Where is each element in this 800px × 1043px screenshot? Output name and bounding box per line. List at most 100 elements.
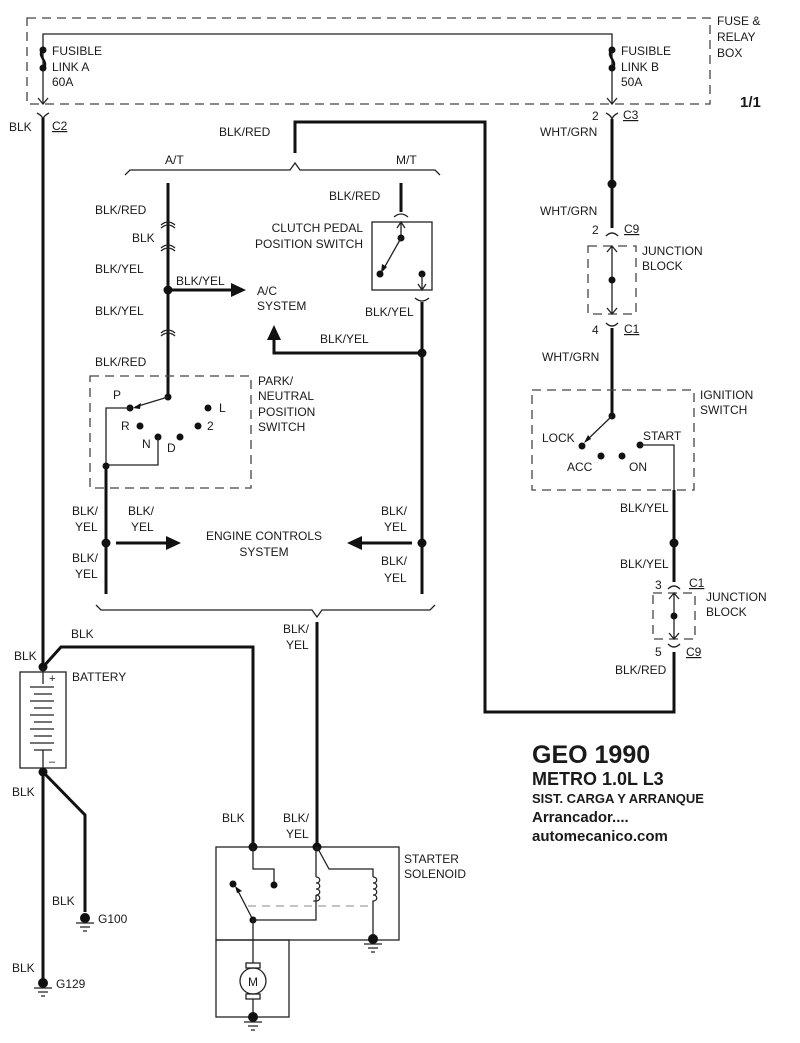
wire-label-starter-blk-2: BLK/ — [283, 811, 310, 825]
wire-label-blk-g129: BLK — [12, 961, 35, 975]
connector-jb2-bottom-pin: 5 — [655, 645, 662, 659]
battery: + – BATTERY — [19, 667, 126, 772]
ground-g129-label: G129 — [56, 977, 86, 991]
battery-ground-wires: BLK BLK BLK — [12, 767, 87, 980]
clutch-switch-label-1: CLUTCH PEDAL — [272, 221, 364, 235]
wire-label-blk-red-top: BLK/RED — [219, 125, 271, 139]
title-line-4: Arrancador.... — [532, 809, 629, 826]
ignition-switch-label-1: IGNITION — [700, 388, 753, 402]
ign-pos-on: ON — [629, 460, 647, 474]
wire-label-blk-c2: BLK — [9, 120, 32, 134]
wire-label-at-blk-yel-2: BLK/YEL — [95, 304, 144, 318]
pn-switch-label-3: POSITION — [258, 405, 315, 419]
title-line-3: SIST. CARGA Y ARRANQUE — [532, 791, 704, 806]
ignition-start-wire: BLK/YEL BLK/YEL 3 C1 — [620, 490, 705, 592]
pn-pos-n: N — [142, 437, 151, 451]
mt-branch: BLK/RED BLK/YEL BLK/YEL BLK/ YEL BLK/ YE… — [267, 183, 430, 594]
wire-label-starter-yel-2: YEL — [286, 827, 309, 841]
pn-pos-2: 2 — [207, 419, 214, 433]
battery-plus: + — [49, 673, 55, 685]
wire-label-mt-blk-red: BLK/RED — [329, 189, 381, 203]
fusible-link-a-label-1: FUSIBLE — [52, 44, 102, 58]
wire-label-at-blk: BLK — [132, 231, 155, 245]
wht-grn-wire: 2 C3 WHT/GRN WHT/GRN 2 C9 — [540, 108, 640, 237]
fusible-link-b-label-3: 50A — [621, 75, 642, 89]
fusible-link-b-label-2: LINK B — [621, 60, 659, 74]
motor-label: M — [248, 975, 258, 989]
wire-label-wht-grn-2: WHT/GRN — [540, 204, 597, 218]
pn-pos-r: R — [121, 419, 130, 433]
wire-label-ign-blk-yel-2: BLK/YEL — [620, 557, 669, 571]
connector-c2: C2 — [52, 119, 68, 133]
wire-label-at-blk-red-1: BLK/RED — [95, 203, 147, 217]
branch-label-mt: M/T — [396, 153, 417, 167]
engine-controls-label-2: SYSTEM — [239, 545, 288, 559]
fuse-box-label-1: FUSE & — [717, 14, 760, 28]
connector-jb2-top-pin: 3 — [655, 578, 662, 592]
jb2-label-2: BLOCK — [706, 605, 747, 619]
connector-jb1-top-pin: 2 — [592, 223, 599, 237]
ground-g100-label: G100 — [98, 912, 128, 926]
wire-label-ign-blk-yel-1: BLK/YEL — [620, 501, 669, 515]
wire-label-starter-yel-1: YEL — [286, 638, 309, 652]
at-engine-controls-feed: BLK/ YEL BLK/ YEL BLK/ YEL — [72, 504, 181, 581]
junction-block-1: JUNCTION BLOCK 4 C1 WHT/GRN — [542, 244, 703, 415]
wire-label-jb2-blk-red: BLK/RED — [615, 663, 667, 677]
connector-jb1-bottom-pin: 4 — [592, 323, 599, 337]
ignition-switch-label-2: SWITCH — [700, 403, 747, 417]
jb2-label-1: JUNCTION — [706, 590, 767, 604]
wire-label-at-blk-3: BLK/ — [72, 551, 99, 565]
engine-controls-brace: BLK/ YEL BLK/ YEL — [95, 604, 436, 847]
battery-label: BATTERY — [72, 670, 126, 684]
wire-label-at-yel-3: YEL — [75, 567, 98, 581]
pn-pos-p: P — [113, 388, 121, 402]
wire-label-blk-starter: BLK — [222, 811, 245, 825]
pn-pos-d: D — [167, 441, 176, 455]
at-mt-brace: A/T M/T — [124, 153, 441, 176]
wire-label-mt-blk-2: BLK/ — [381, 554, 408, 568]
fusible-link-a: FUSIBLE LINK A 60A — [37, 44, 102, 106]
ignition-switch: IGNITION SWITCH LOCK ACC ON START — [531, 388, 753, 491]
title-line-1: GEO 1990 — [532, 741, 650, 769]
connector-jb2-top: C1 — [689, 576, 705, 590]
connector-jb2-bottom: C9 — [686, 645, 702, 659]
wire-label-at-blk-yel-1: BLK/YEL — [95, 262, 144, 276]
ign-pos-lock: LOCK — [542, 431, 575, 445]
pn-pos-l: L — [219, 401, 226, 415]
page-indicator: 1/1 — [740, 94, 761, 111]
clutch-switch-label-2: POSITION SWITCH — [255, 237, 363, 251]
fusible-link-b: FUSIBLE LINK B 50A — [606, 44, 671, 106]
pn-switch-label-4: SWITCH — [258, 420, 305, 434]
wire-label-mt-ac-blk-yel: BLK/YEL — [320, 332, 369, 346]
wire-label-blk-battery: BLK — [14, 649, 37, 663]
wire-label-ac-blk-yel: BLK/YEL — [176, 274, 225, 288]
starter-solenoid-label-2: SOLENOID — [404, 867, 466, 881]
blk-red-loop-wire: BLK/RED — [219, 120, 676, 714]
wire-label-at-blk-1: BLK/ — [72, 504, 99, 518]
pn-switch-label-2: NEUTRAL — [258, 389, 314, 403]
connector-c3: C3 — [623, 108, 639, 122]
title-block: GEO 1990 METRO 1.0L L3 SIST. CARGA Y ARR… — [532, 741, 704, 845]
branch-label-at: A/T — [165, 153, 184, 167]
title-line-2: METRO 1.0L L3 — [532, 769, 664, 789]
fuse-box-label-2: RELAY — [717, 30, 755, 44]
clutch-pedal-position-switch: CLUTCH PEDAL POSITION SWITCH — [255, 220, 433, 292]
park-neutral-position-switch: PARK/ NEUTRAL POSITION SWITCH P R N D 2 … — [89, 374, 315, 594]
junction-block-2: JUNCTION BLOCK 5 C9 BLK/RED — [615, 590, 767, 677]
jb1-label-2: BLOCK — [642, 259, 683, 273]
ac-system-label-1: A/C — [257, 284, 277, 298]
ac-system: A/C SYSTEM — [257, 284, 306, 313]
wire-label-blk-neg: BLK — [12, 785, 35, 799]
at-branch: BLK/RED BLK BLK/YEL BLK/YEL BLK/RED BLK/… — [95, 183, 246, 398]
wire-label-wht-grn-3: WHT/GRN — [542, 350, 599, 364]
fusible-link-a-label-2: LINK A — [52, 60, 89, 74]
fuse-box-label-3: BOX — [717, 46, 742, 60]
ground-g129: G129 — [34, 977, 86, 997]
starter-solenoid: STARTER SOLENOID — [215, 842, 466, 953]
connector-jb1-bottom: C1 — [624, 322, 640, 336]
pn-switch-label-1: PARK/ — [258, 374, 294, 388]
connector-c3-pin: 2 — [592, 109, 599, 123]
wire-label-at-yel-1: YEL — [75, 520, 98, 534]
wire-label-mt-blk-1: BLK/ — [381, 504, 408, 518]
